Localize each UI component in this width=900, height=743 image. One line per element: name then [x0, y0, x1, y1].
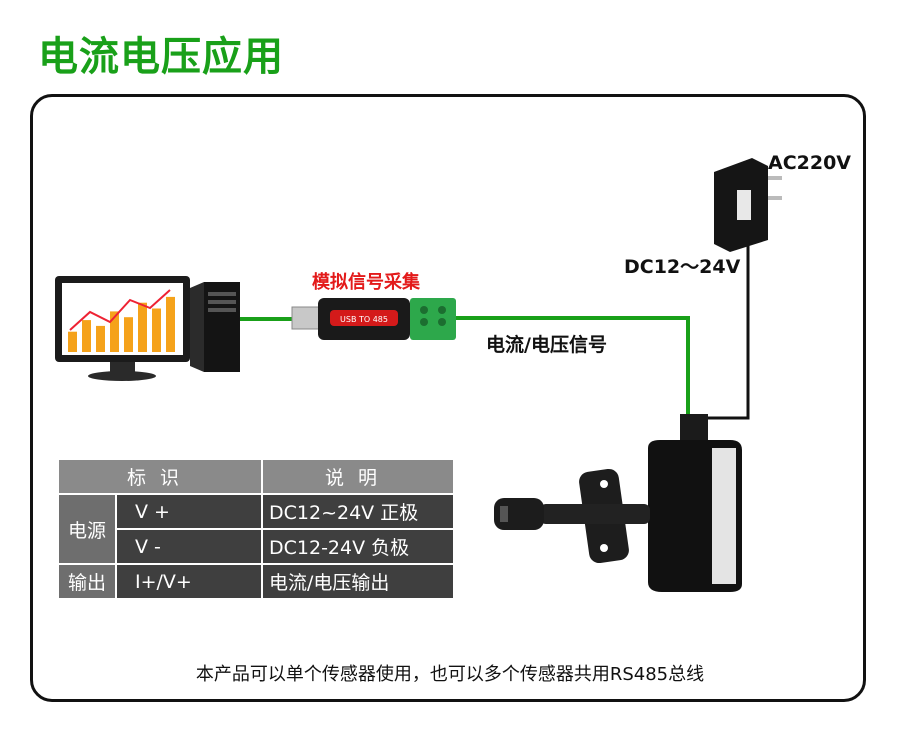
power-adapter-icon	[714, 158, 782, 252]
table-group-output: 输出	[57, 563, 117, 600]
monitor-chart-bar	[82, 320, 91, 352]
power-supply-label: AC220V	[768, 152, 852, 174]
table-cell-key: V -	[115, 528, 263, 565]
page-title: 电流电压应用	[38, 34, 284, 80]
table-header-id: 标识	[57, 458, 263, 495]
table-row: 电源 V + DC12~24V 正极	[57, 493, 455, 565]
monitor-chart-bar	[124, 317, 133, 352]
footer-note: 本产品可以单个传感器使用，也可以多个传感器共用RS485总线	[195, 664, 705, 685]
monitor-chart-bar	[138, 302, 147, 352]
monitor-chart-bar	[166, 296, 175, 352]
table-row: V - DC12-24V 负极	[58, 528, 455, 565]
table-group-power: 电源	[57, 493, 117, 565]
usb-to-485-converter: USB TO 485	[291, 298, 456, 340]
monitor-icon	[55, 276, 190, 381]
table-header-row: 标识 说明	[57, 458, 455, 495]
power-wire	[702, 243, 750, 420]
monitor-chart-bar	[152, 308, 161, 352]
monitor-chart-bar	[110, 311, 119, 352]
table-cell-desc: 电流/电压输出	[261, 563, 455, 600]
table-cell-desc: DC12-24V 负极	[261, 528, 455, 565]
computer-tower-icon	[190, 282, 240, 372]
monitor-chart-bar	[68, 331, 77, 352]
table-cell-key: I+/V+	[115, 563, 263, 600]
table-row: 输出 I+/V+ 电流/电压输出	[57, 563, 455, 600]
signal-wire	[456, 316, 690, 418]
table-cell-key: V +	[115, 493, 263, 530]
supply-range-label: DC12～24V	[624, 256, 741, 278]
signal-label: 电流/电压信号	[486, 334, 607, 356]
diagram-frame	[30, 94, 866, 702]
collector-label: 模拟信号采集	[312, 272, 420, 293]
table-header-desc: 说明	[261, 458, 455, 495]
monitor-chart-bar	[96, 325, 105, 352]
converter-label: USB TO 485	[340, 315, 388, 324]
sensor-transmitter-icon	[494, 414, 742, 592]
table-cell-desc: DC12~24V 正极	[261, 493, 455, 530]
wiring-table: 标识 说明 电源 V + DC12~24V 正极 V - DC12-24V 负极…	[57, 458, 455, 600]
